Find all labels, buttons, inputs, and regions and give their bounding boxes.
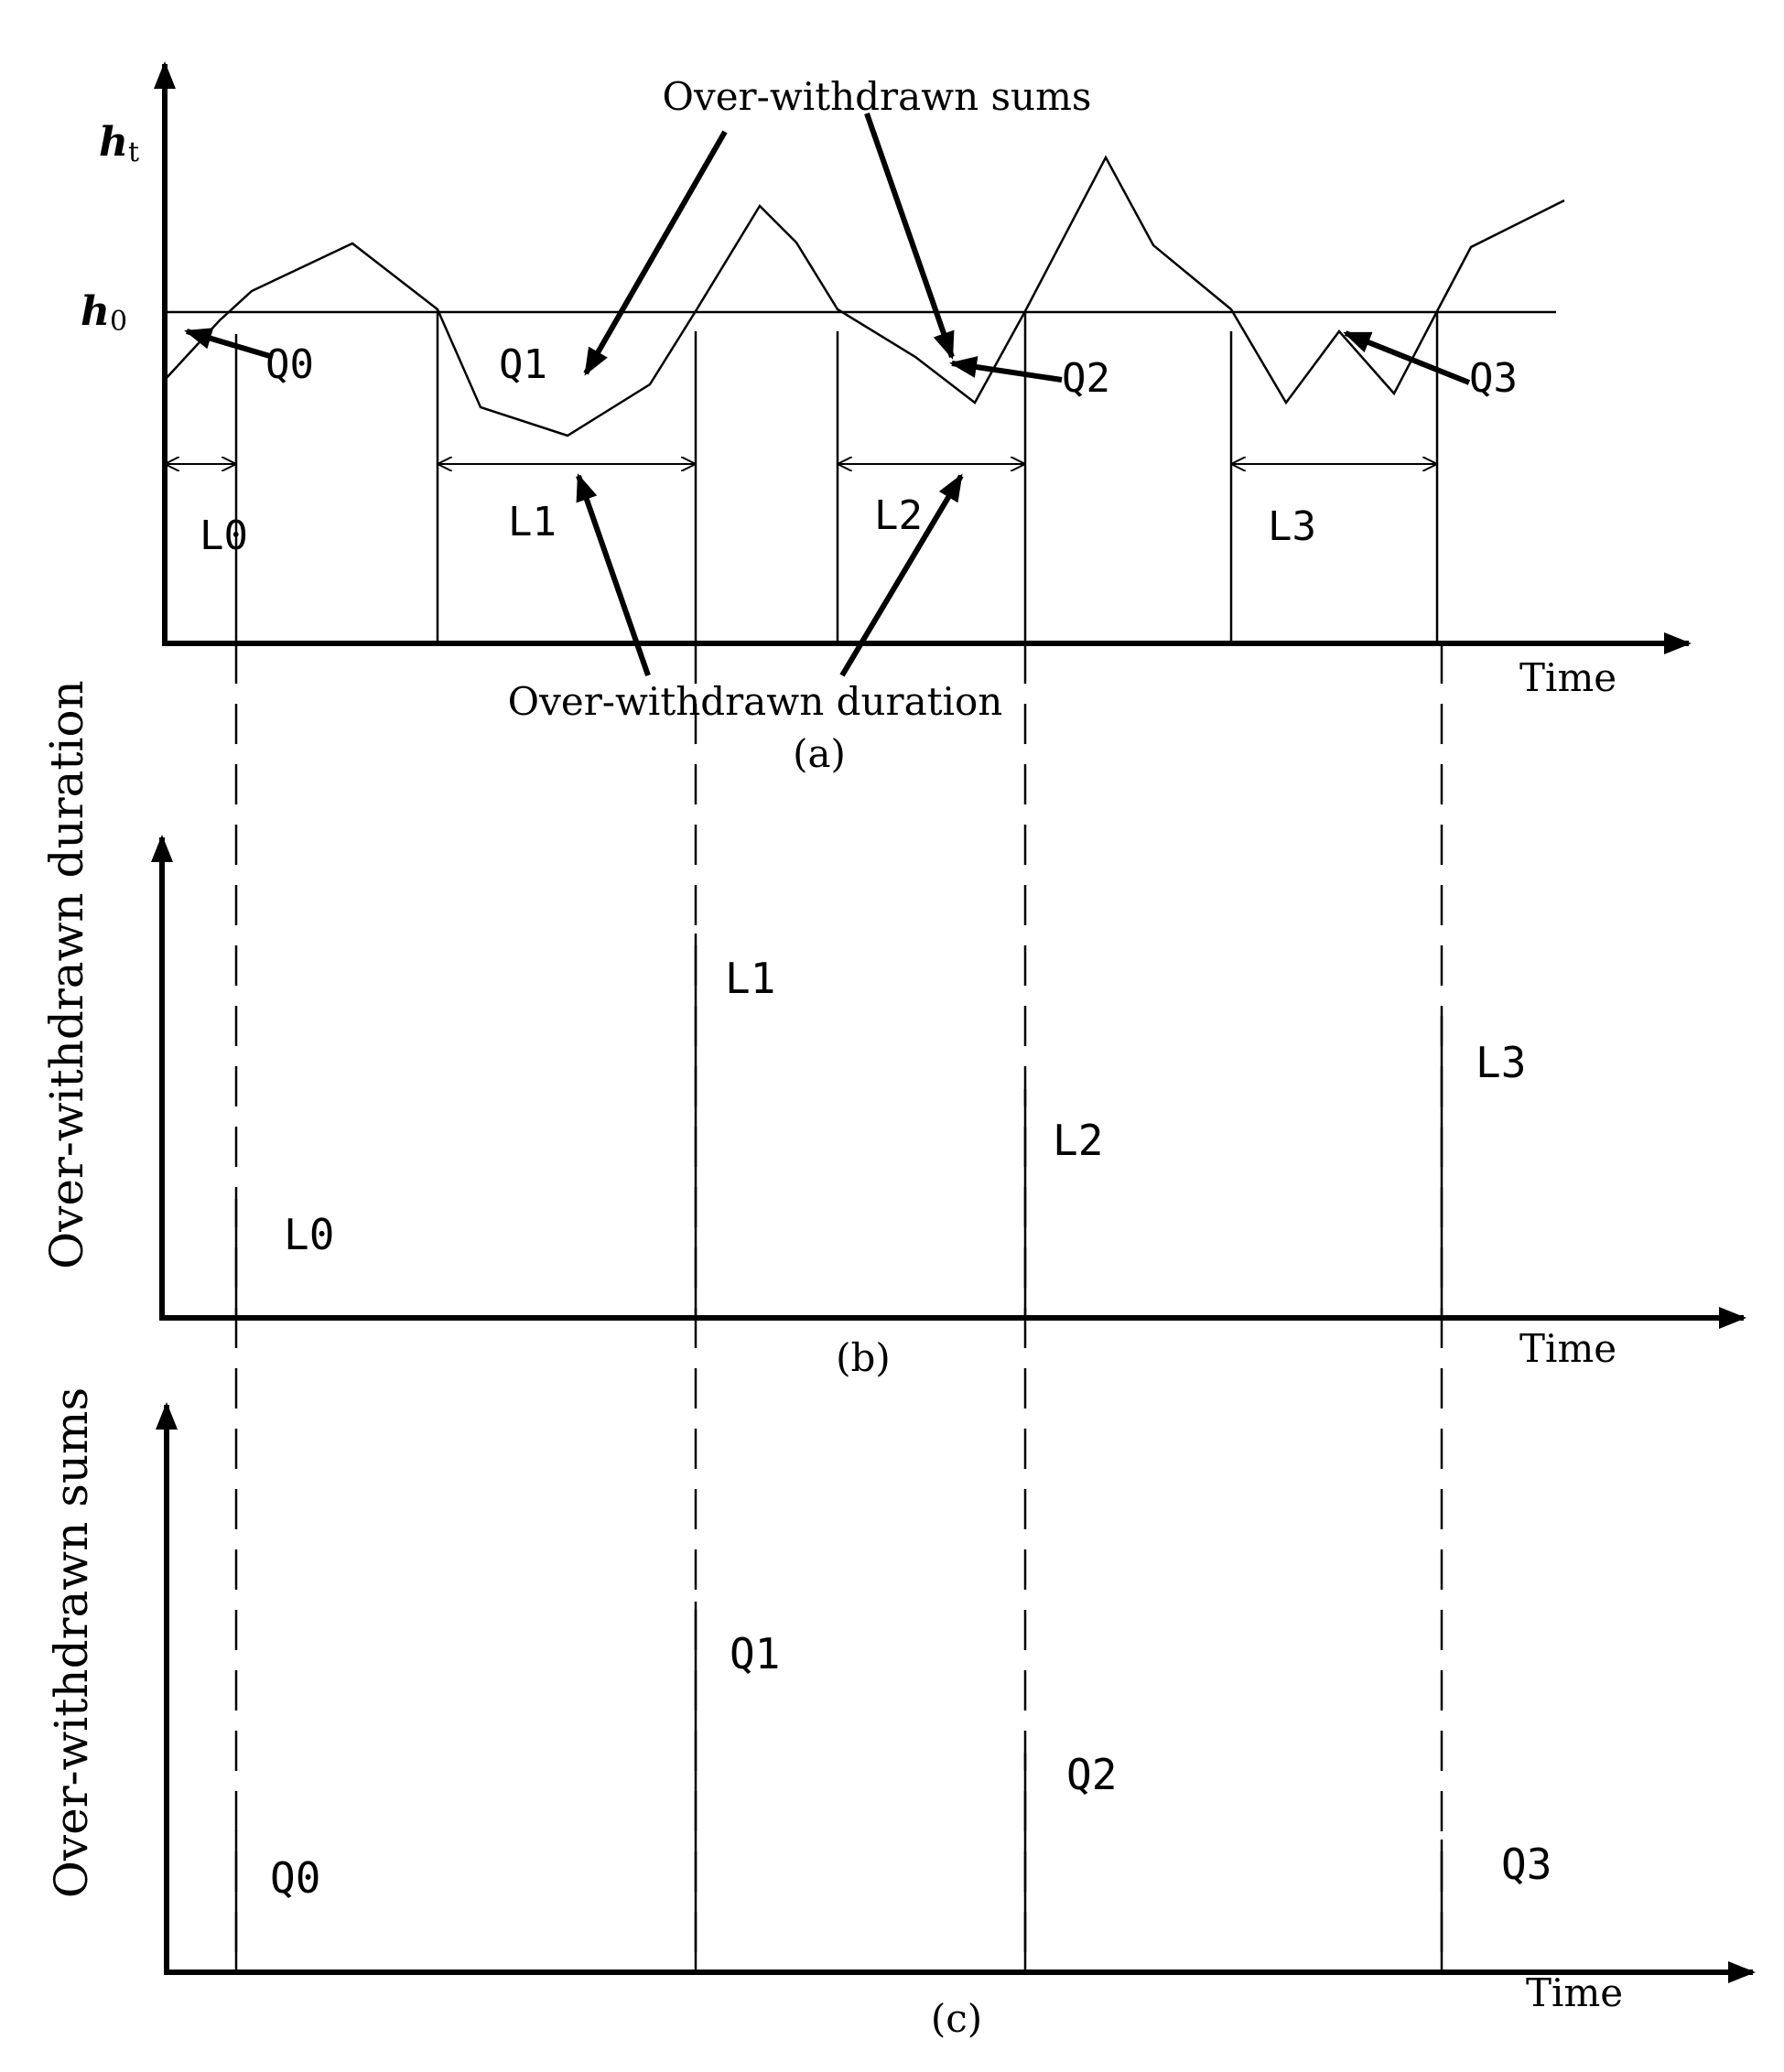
- bar-label-q3: Q3: [1501, 1840, 1552, 1889]
- annotation-over-withdrawn-duration: Over-withdrawn duration: [508, 679, 1003, 724]
- label-l0-a: L0: [200, 513, 248, 559]
- caption-c: (c): [931, 1996, 982, 2041]
- arrow-q3: [1343, 330, 1471, 385]
- annotation-over-withdrawn-sums: Over-withdrawn sums: [663, 74, 1092, 119]
- bar-label-l2: L2: [1053, 1116, 1103, 1165]
- arrow-sums-q2: [864, 113, 955, 360]
- x-label-time-c: Time: [1526, 1970, 1623, 2015]
- panel-b-bars: [234, 933, 1443, 1318]
- y-label-duration-b: Over-withdrawn duration: [40, 680, 93, 1269]
- arrow-sums-q1: [583, 130, 728, 376]
- label-q0-a: Q0: [265, 341, 314, 388]
- bar-label-l0: L0: [284, 1210, 334, 1259]
- label-q2-a: Q2: [1062, 355, 1110, 402]
- arrow-q0: [184, 328, 274, 360]
- bar-label-q0: Q0: [270, 1853, 320, 1903]
- x-label-time-b: Time: [1519, 1326, 1616, 1371]
- caption-a: (a): [793, 731, 846, 776]
- label-l1-a: L1: [508, 499, 557, 545]
- arrow-duration-l1: [576, 473, 651, 676]
- bar-label-l3: L3: [1476, 1038, 1526, 1087]
- bar-label-l1: L1: [725, 954, 775, 1003]
- x-label-time-a: Time: [1519, 655, 1616, 700]
- panel-c-bars: [234, 1602, 1443, 1972]
- label-q3-a: Q3: [1469, 355, 1518, 402]
- bar-label-q1: Q1: [730, 1629, 780, 1678]
- dashed-guides: [234, 643, 1443, 1972]
- y-label-sums-c: Over-withdrawn sums: [45, 1387, 98, 1898]
- y-label-ht: ht: [99, 119, 139, 168]
- pointer-arrows: [184, 113, 1471, 677]
- panel-b: L0 L1 L2 L3 Over-withdrawn duration Time…: [40, 680, 1746, 1380]
- label-l3-a: L3: [1268, 503, 1316, 550]
- y-label-h0: h0: [81, 288, 127, 338]
- caption-b: (b): [836, 1335, 891, 1380]
- arrow-q2: [949, 356, 1063, 383]
- period-verticals: [234, 309, 1439, 643]
- water-level-curve: [164, 155, 1565, 437]
- label-l2-a: L2: [874, 492, 923, 539]
- bar-label-q2: Q2: [1066, 1750, 1117, 1799]
- label-q1-a: Q1: [499, 341, 547, 388]
- panel-a: ht h0 Over-withdrawn sums Over-withdrawn…: [81, 61, 1692, 776]
- arrow-duration-l2: [839, 473, 964, 677]
- panel-c: Q0 Q1 Q2 Q3 Over-withdrawn sums Time (c): [45, 1387, 1756, 2041]
